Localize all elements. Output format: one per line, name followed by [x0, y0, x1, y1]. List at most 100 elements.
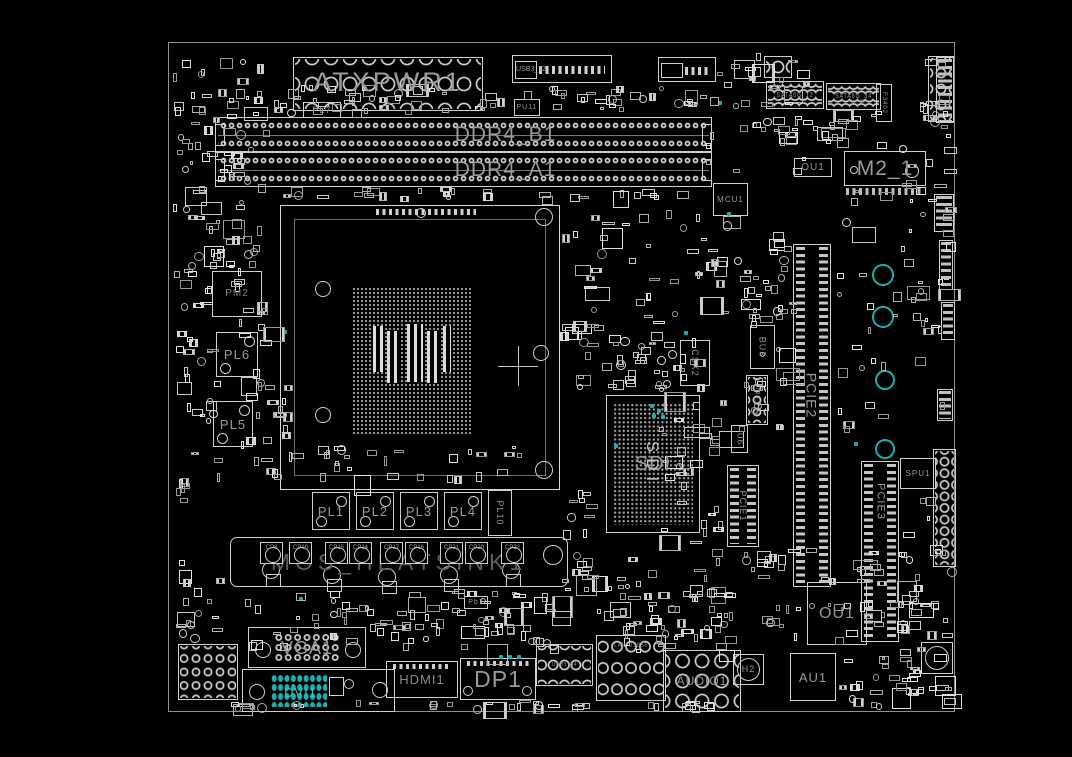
- passive-component: [179, 498, 188, 504]
- choke-cp8[interactable]: CP8: [260, 542, 283, 564]
- passive-component: [649, 617, 663, 626]
- hdmi-connector[interactable]: HDMI1: [386, 661, 458, 698]
- passive-component: [842, 421, 855, 429]
- passive-component: [920, 320, 925, 327]
- usb3-header-front[interactable]: USB3_34: [536, 644, 593, 686]
- passive-component: [249, 641, 257, 652]
- fet-3[interactable]: [378, 568, 400, 594]
- choke-cp20[interactable]: CP20: [465, 542, 488, 564]
- choke-cp15[interactable]: CP15: [325, 542, 348, 564]
- passive-component: [773, 117, 785, 126]
- passive-component: [367, 609, 375, 616]
- pcie-slot-3[interactable]: PCIE3: [861, 461, 899, 642]
- choke-cp14[interactable]: CP14: [349, 542, 372, 564]
- choke-cp10[interactable]: CP10: [289, 542, 312, 564]
- inductor-pl3[interactable]: PL3: [400, 492, 438, 530]
- test-point: [854, 442, 858, 446]
- lan-usb-connector[interactable]: LAN_USB56: [596, 635, 666, 701]
- chip-pu11[interactable]: PU11: [514, 99, 540, 116]
- audio-jack-cluster[interactable]: [178, 644, 238, 700]
- component-h2[interactable]: H2: [733, 654, 764, 685]
- component-f3402[interactable]: F3402: [876, 84, 892, 122]
- passive-component: [565, 587, 572, 591]
- passive-component: [244, 106, 269, 122]
- fet-5[interactable]: [502, 561, 524, 587]
- passive-component: [677, 190, 690, 199]
- component-bu3[interactable]: BU3: [750, 325, 775, 369]
- choke-cp17[interactable]: CP17: [380, 542, 403, 564]
- passive-component: [253, 97, 263, 105]
- passive-component: [889, 675, 901, 682]
- chip-spu1[interactable]: SPU1: [900, 458, 936, 489]
- passive-component: [838, 684, 848, 691]
- passive-component: [238, 332, 251, 338]
- pcie-x1-slot[interactable]: PCIE1: [727, 465, 759, 547]
- passive-component: [868, 550, 880, 556]
- dimm-slot-a1[interactable]: DDR4_A1: [215, 152, 712, 187]
- fet-2[interactable]: [323, 566, 345, 592]
- right-edge-pads-4[interactable]: [941, 302, 955, 340]
- chip-au1[interactable]: AU1: [790, 653, 836, 701]
- test-point: [614, 444, 618, 448]
- passive-component: [416, 474, 424, 482]
- passive-component: [217, 176, 226, 183]
- passive-component: [440, 187, 453, 192]
- passive-component: [908, 228, 913, 234]
- fet-1[interactable]: [262, 561, 284, 587]
- passive-component: [649, 277, 661, 282]
- vga-connector[interactable]: VGA1: [248, 627, 366, 668]
- inductor-pl1[interactable]: PL1: [312, 492, 350, 530]
- sata-connector-2[interactable]: SATA6G_34: [826, 83, 881, 110]
- passive-component: [253, 112, 260, 116]
- passive-component: [182, 206, 190, 213]
- passive-component: [946, 566, 957, 577]
- m2-pad-row[interactable]: [846, 188, 924, 195]
- header-top-mid[interactable]: [658, 57, 716, 82]
- passive-component: [177, 382, 192, 395]
- passive-component: [252, 369, 261, 380]
- component-u6[interactable]: U6: [731, 425, 748, 453]
- right-edge-pads-1[interactable]: [936, 57, 954, 123]
- usb3-header-top[interactable]: USB3_12: [512, 55, 612, 83]
- front-panel-header[interactable]: [933, 449, 956, 567]
- passive-component: [778, 77, 784, 84]
- passive-component: [906, 163, 918, 168]
- passive-component: [943, 275, 949, 281]
- chip-pu11-label: PU11: [516, 104, 538, 111]
- passive-component: [431, 622, 438, 628]
- passive-component: [429, 703, 438, 708]
- inductor-pl10[interactable]: PL10: [488, 490, 512, 536]
- passive-component: [256, 379, 265, 388]
- passive-component: [230, 280, 243, 287]
- passive-component: [783, 85, 803, 104]
- passive-component: [572, 230, 579, 238]
- passive-component: [539, 192, 552, 199]
- choke-cp21[interactable]: CP21: [440, 542, 463, 564]
- passive-component: [176, 331, 187, 337]
- cpu-socket[interactable]: [280, 205, 560, 490]
- passive-component: [452, 608, 460, 613]
- inductor-pl2[interactable]: PL2: [356, 492, 394, 530]
- passive-component: [550, 645, 560, 655]
- pcie-x16-slot[interactable]: PCIE2: [793, 244, 831, 587]
- right-edge-square[interactable]: [921, 642, 953, 674]
- choke-cp16[interactable]: CP16: [405, 542, 428, 564]
- passive-component: [777, 274, 786, 282]
- dimm-slot-b1[interactable]: DDR4_B1: [215, 117, 712, 152]
- fet-4[interactable]: [440, 566, 462, 592]
- chip-mcu1[interactable]: MCU1: [713, 183, 748, 216]
- choke-cp22[interactable]: CP22: [501, 542, 524, 564]
- passive-component: [715, 280, 725, 288]
- right-edge-pads-5[interactable]: [937, 389, 953, 421]
- vrm-chip-pm2[interactable]: PM2: [212, 271, 262, 317]
- passive-component: [616, 576, 627, 581]
- inductor-pl4[interactable]: PL4: [444, 492, 482, 530]
- passive-component: [231, 235, 240, 246]
- passive-component: [353, 191, 363, 198]
- passive-component: [643, 315, 654, 319]
- passive-component: [926, 497, 937, 506]
- passive-component: [272, 469, 278, 478]
- passive-component: [915, 292, 928, 302]
- passive-component: [733, 103, 739, 109]
